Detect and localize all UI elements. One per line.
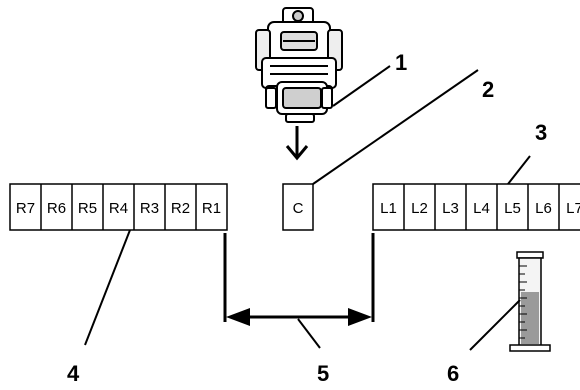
right-row-cell-r1: R1 bbox=[202, 200, 221, 217]
down-arrow-icon bbox=[285, 126, 309, 161]
leader-line-5 bbox=[297, 318, 321, 349]
leader-line-6 bbox=[469, 299, 521, 351]
left-row-cell-l2: L2 bbox=[411, 200, 428, 217]
callout-4: 4 bbox=[67, 361, 80, 386]
callout-6: 6 bbox=[447, 361, 459, 386]
leader-line-2 bbox=[312, 69, 479, 185]
left-row-cell-l5: L5 bbox=[504, 200, 521, 217]
left-row-cell-l7: L7 bbox=[566, 200, 580, 217]
right-cell-row: R7 R6 R5 R4 R3 R2 R1 bbox=[9, 183, 228, 231]
right-row-cell-r3: R3 bbox=[140, 200, 159, 217]
robot-device-illustration bbox=[255, 7, 343, 123]
graduated-cylinder-icon bbox=[509, 251, 551, 352]
leader-lines bbox=[84, 65, 531, 351]
leader-line-3 bbox=[507, 155, 531, 185]
left-row-cell-l6: L6 bbox=[535, 200, 552, 217]
callout-1: 1 bbox=[395, 50, 407, 75]
callout-3: 3 bbox=[535, 120, 547, 145]
left-row-cell-l1: L1 bbox=[380, 200, 397, 217]
center-cell: C bbox=[282, 183, 314, 231]
leader-line-1 bbox=[332, 65, 391, 107]
callout-2: 2 bbox=[482, 77, 494, 102]
right-row-cell-r2: R2 bbox=[171, 200, 190, 217]
left-cell-row: L1 L2 L3 L4 L5 L6 L7 bbox=[372, 183, 580, 231]
right-row-cell-r7: R7 bbox=[16, 200, 35, 217]
right-row-cell-r4: R4 bbox=[109, 200, 128, 217]
callout-5: 5 bbox=[317, 361, 329, 386]
leader-line-4 bbox=[84, 229, 131, 346]
right-row-cell-r6: R6 bbox=[47, 200, 66, 217]
right-row-cell-r5: R5 bbox=[78, 200, 97, 217]
left-row-cell-l4: L4 bbox=[473, 200, 490, 217]
double-arrow-icon bbox=[226, 308, 372, 326]
left-row-cell-l3: L3 bbox=[442, 200, 459, 217]
center-cell-label: C bbox=[293, 200, 304, 217]
